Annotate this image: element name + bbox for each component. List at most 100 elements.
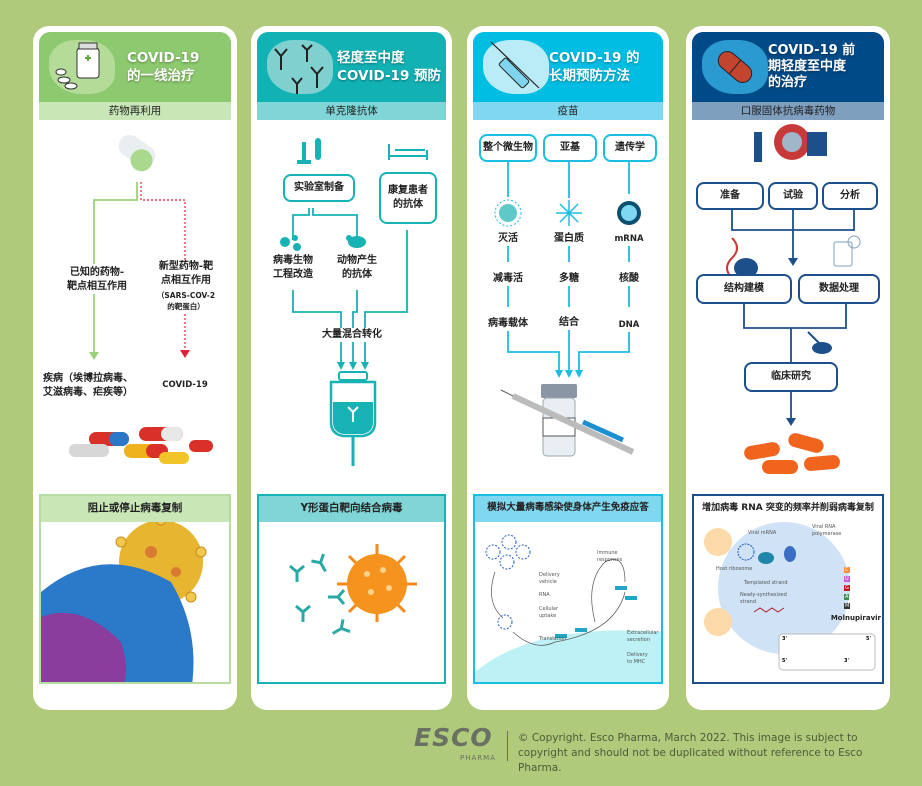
- rna-mutagenesis-diagram: Viral mRNA Viral RNA polymerase Host rib…: [694, 522, 882, 682]
- base-legend: C U G A M: [844, 566, 882, 611]
- label-rna: RNA: [539, 592, 550, 598]
- syringe-icon: [483, 40, 549, 94]
- mechanism-panel: 模拟大量病毒感染使身体产生免疫应答 Delivery vehicle RNA C…: [473, 494, 663, 684]
- virus-engineering-label: 病毒生物 工程改造: [273, 255, 313, 280]
- animal-antibody-label: 动物产生 的抗体: [337, 255, 377, 280]
- protein-label: 蛋白质: [543, 232, 595, 246]
- copyright-notice: © Copyright. Esco Pharma, March 2022. Th…: [518, 732, 863, 774]
- flow-connectors: [69, 134, 213, 464]
- column-title: COVID-19 的一线治疗: [127, 50, 200, 84]
- base-m: M: [844, 603, 851, 609]
- column-title: COVID-19 前 期轻度至中度 的治疗: [768, 43, 856, 90]
- mrna-icon: [617, 201, 641, 225]
- base-a: A: [844, 594, 850, 600]
- label-extracellular-secretion: Extracellular secretion: [627, 630, 659, 643]
- antibody-virus-illustration: [259, 522, 444, 682]
- preparation-box: 准备: [696, 182, 764, 210]
- column-first-line-treatment: COVID-19 的一线治疗 药物再利用 已知的药物- 靶点相互作用 新型药物-…: [33, 26, 237, 710]
- flow-connectors: [726, 124, 861, 474]
- data-processing-box: 数据处理: [798, 274, 880, 304]
- column-header: COVID-19 前 期轻度至中度 的治疗: [692, 32, 884, 102]
- capsule-icon: [118, 134, 156, 172]
- column-title: 轻度至中度 COVID-19 预防: [337, 50, 442, 84]
- microscope-icon: [297, 138, 321, 164]
- label-host-ribosome: Host ribosome: [716, 566, 753, 572]
- label-translation: Translation: [539, 636, 567, 642]
- mechanism-title: 增加病毒 RNA 突变的频率并削弱病毒复制: [702, 503, 874, 513]
- covid-outcome: COVID-19: [162, 380, 208, 390]
- column-subtitle: 疫苗: [473, 102, 663, 120]
- logo-subtext: PHARMA: [460, 754, 496, 762]
- label-delivery-vehicle: Delivery vehicle: [539, 572, 560, 585]
- flow-connectors: [280, 138, 428, 466]
- label-viral-mrna: Viral mRNA: [748, 530, 777, 536]
- label-immune-responses: Immune responses: [597, 550, 623, 563]
- antibody-icon: [267, 40, 333, 94]
- column-long-term-prevention: COVID-19 的 长期预防方法 疫苗 整个微生物 亚基 遗传学 灭活 减毒活…: [467, 26, 669, 710]
- structure-modeling-box: 结构建模: [696, 274, 792, 304]
- mechanism-panel: 阻止或停止病毒复制: [39, 494, 231, 684]
- footer-divider: [507, 731, 508, 761]
- novel-drug-target-label: 新型药物-靶 点相互作用: [158, 261, 214, 286]
- label-templated-strand: Templated strand: [744, 580, 788, 586]
- genetic-box: 遗传学: [603, 134, 657, 162]
- polysaccharide-label: 多糖: [543, 272, 595, 286]
- dna-label: DNA: [603, 318, 655, 332]
- medicine-bottle-icon: [49, 40, 115, 94]
- mechanism-panel: Y形蛋白靶向结合病毒: [257, 494, 446, 684]
- column-header: COVID-19 的一线治疗: [39, 32, 231, 102]
- whole-microbe-box: 整个微生物: [479, 134, 537, 162]
- label-molnupiravir: Molnupiravir: [830, 614, 881, 622]
- mechanism-title: 模拟大量病毒感染使身体产生免疫应答: [475, 496, 661, 522]
- mouse-icon: [346, 235, 366, 248]
- inactivated-virus-icon: [494, 199, 522, 227]
- cell-virus-illustration: [41, 522, 229, 682]
- column-header: 轻度至中度 COVID-19 预防: [257, 32, 446, 102]
- vaccine-vial-syringe-icon: [500, 384, 635, 457]
- strand-end-bottom-left: 5': [782, 658, 788, 664]
- label-viral-rna-polymerase: Viral RNA polymerase: [812, 524, 842, 537]
- inactivated-label: 灭活: [478, 232, 538, 246]
- protein-icon: [556, 200, 582, 226]
- known-drug-target-label: 已知的药物- 靶点相互作用: [67, 267, 127, 292]
- strand-end-top-left: 3': [782, 636, 788, 642]
- mechanism-panel: 增加病毒 RNA 突变的频率并削弱病毒复制 Viral mRNA Viral R…: [692, 494, 884, 684]
- column-title: COVID-19 的 长期预防方法: [549, 50, 640, 84]
- logo-text: ESCO: [414, 723, 493, 752]
- document-gear-icon: [833, 235, 861, 267]
- subunit-box: 亚基: [543, 134, 597, 162]
- dna-scientist-icon: [726, 237, 758, 279]
- sars-cov-2-note: （SARS-COV-2 的靶蛋白）: [156, 291, 216, 311]
- orange-capsules-illustration: [744, 433, 840, 474]
- convalescent-antibody-box: 康复患者 的抗体: [379, 172, 437, 224]
- nucleic-acid-label: 核酸: [603, 272, 655, 286]
- hospital-bed-icon: [388, 144, 428, 160]
- strand-end-bottom-right: 3': [844, 658, 850, 664]
- flow-connectors: [494, 162, 641, 457]
- column-early-treatment: COVID-19 前 期轻度至中度 的治疗 口服固体抗病毒药物 准备 试验 分析…: [686, 26, 890, 710]
- mechanism-title: Y形蛋白靶向结合病毒: [259, 496, 444, 522]
- column-subtitle: 口服固体抗病毒药物: [692, 102, 884, 120]
- diseases-outcome: 疾病（埃博拉病毒、 艾滋病毒、疟疾等）: [43, 373, 133, 398]
- clinical-research-box: 临床研究: [744, 362, 838, 392]
- analysis-box: 分析: [822, 182, 878, 210]
- lab-research-icon: [754, 124, 827, 162]
- mouse-injection-icon: [807, 331, 832, 354]
- mechanism-title: 阻止或停止病毒复制: [41, 496, 229, 522]
- lab-preparation-box: 实验室制备: [283, 174, 355, 202]
- label-delivery-mhc: Delivery to MHC: [627, 652, 648, 665]
- iv-bag-icon: [329, 371, 377, 466]
- label-cellular-uptake: Cellular uptake: [539, 606, 559, 619]
- base-u: U: [844, 576, 850, 582]
- mrna-vaccine-diagram: Delivery vehicle RNA Cellular uptake Tra…: [475, 522, 661, 682]
- column-header: COVID-19 的 长期预防方法: [473, 32, 663, 102]
- esco-pharma-logo: ESCO PHARMA: [414, 724, 500, 766]
- trial-box: 试验: [768, 182, 818, 210]
- label-newly-synthesized-strand: Newly-synthesized strand: [740, 592, 787, 605]
- capsule-pill-icon: [702, 40, 768, 94]
- strand-end-top-right: 5': [866, 636, 872, 642]
- pills-illustration: [69, 427, 213, 464]
- column-subtitle: 药物再利用: [39, 102, 231, 120]
- conjugate-label: 结合: [543, 316, 595, 330]
- mrna-label: mRNA: [603, 232, 655, 246]
